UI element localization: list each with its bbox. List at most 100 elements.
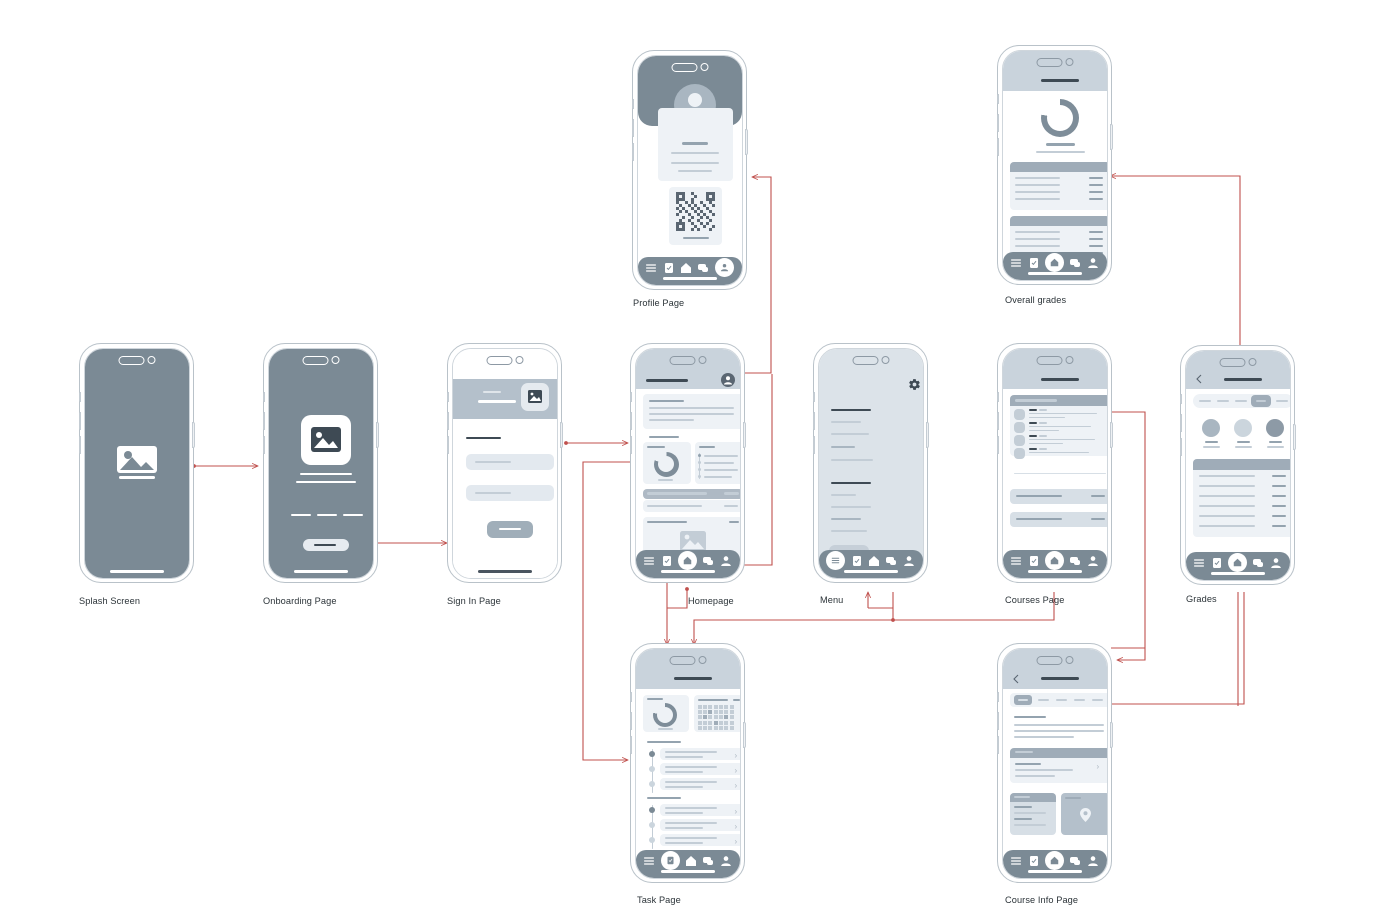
nav-profile-icon-active[interactable] bbox=[714, 258, 734, 277]
bottom-nav[interactable] bbox=[1185, 551, 1290, 580]
menu-item-3[interactable] bbox=[830, 445, 855, 448]
course-thumb-3 bbox=[1013, 434, 1025, 446]
nav-menu-icon[interactable] bbox=[643, 555, 655, 567]
nav-chat-icon[interactable] bbox=[702, 555, 714, 567]
overall-table-2-header bbox=[1009, 215, 1107, 226]
dynamic-island bbox=[118, 355, 155, 365]
bottom-nav[interactable] bbox=[1002, 251, 1107, 280]
profile-background bbox=[637, 55, 742, 285]
nav-task-icon[interactable] bbox=[1028, 855, 1040, 867]
nav-menu-icon[interactable] bbox=[645, 262, 657, 274]
filter-chip-3[interactable] bbox=[1234, 399, 1247, 402]
nav-profile-icon[interactable] bbox=[1270, 557, 1282, 569]
nav-task-icon[interactable] bbox=[663, 262, 675, 274]
nav-profile-icon[interactable] bbox=[1087, 257, 1099, 269]
tab-5[interactable] bbox=[1091, 698, 1103, 701]
task-row-1[interactable] bbox=[659, 747, 740, 760]
screen-signin[interactable] bbox=[446, 343, 563, 583]
task-row-3[interactable] bbox=[659, 777, 740, 790]
nav-chat-icon[interactable] bbox=[1069, 555, 1081, 567]
nav-home-icon[interactable] bbox=[680, 262, 692, 274]
nav-chat-icon[interactable] bbox=[697, 262, 709, 274]
screen-splash[interactable] bbox=[78, 343, 195, 583]
nav-menu-icon[interactable] bbox=[1010, 555, 1022, 567]
gear-icon[interactable] bbox=[908, 378, 921, 391]
bottom-nav[interactable] bbox=[635, 849, 740, 878]
screen-task[interactable]: › › › › bbox=[629, 643, 746, 883]
bottom-nav[interactable] bbox=[1002, 849, 1107, 878]
nav-menu-icon[interactable] bbox=[1010, 257, 1022, 269]
nav-task-icon[interactable] bbox=[1028, 555, 1040, 567]
caption-task: Task Page bbox=[637, 895, 681, 905]
wire-signin-to-homepage bbox=[564, 441, 628, 445]
nav-profile-icon[interactable] bbox=[1087, 855, 1099, 867]
screen-overall-grades[interactable] bbox=[996, 45, 1113, 285]
bottom-nav[interactable] bbox=[635, 549, 740, 578]
task-row-2[interactable] bbox=[659, 762, 740, 775]
nav-profile-icon[interactable] bbox=[903, 555, 915, 567]
wire-splash-to-onboarding bbox=[192, 464, 258, 468]
nav-home-icon-active[interactable] bbox=[1044, 253, 1064, 272]
nav-home-icon-active[interactable] bbox=[1227, 553, 1247, 572]
screen-homepage[interactable] bbox=[629, 343, 746, 583]
task-row-4[interactable] bbox=[659, 803, 740, 816]
task-row-5[interactable] bbox=[659, 818, 740, 831]
menu-item-1[interactable] bbox=[830, 420, 861, 423]
nav-menu-icon[interactable] bbox=[1193, 557, 1205, 569]
nav-profile-icon[interactable] bbox=[720, 855, 732, 867]
menu-item-8[interactable] bbox=[830, 529, 867, 532]
nav-task-icon[interactable] bbox=[851, 555, 863, 567]
back-chevron-icon[interactable] bbox=[1012, 674, 1020, 684]
nav-chat-icon[interactable] bbox=[1069, 855, 1081, 867]
nav-menu-icon[interactable] bbox=[1010, 855, 1022, 867]
nav-task-icon-active[interactable] bbox=[660, 851, 680, 870]
screen-profile[interactable] bbox=[631, 50, 748, 290]
stat-circle-2 bbox=[1233, 418, 1252, 437]
menu-item-2[interactable] bbox=[830, 432, 869, 435]
screen-course-info[interactable]: › bbox=[996, 643, 1113, 883]
course-thumb-1 bbox=[1013, 408, 1025, 420]
tab-2[interactable] bbox=[1037, 698, 1049, 701]
nav-task-icon[interactable] bbox=[1028, 257, 1040, 269]
nav-chat-icon[interactable] bbox=[1069, 257, 1081, 269]
nav-chat-icon[interactable] bbox=[702, 855, 714, 867]
nav-task-icon[interactable] bbox=[661, 555, 673, 567]
splash-background bbox=[84, 348, 189, 578]
menu-item-5[interactable] bbox=[830, 493, 856, 496]
screen-courses[interactable] bbox=[996, 343, 1113, 583]
nav-profile-icon[interactable] bbox=[1087, 555, 1099, 567]
tab-3[interactable] bbox=[1055, 698, 1067, 701]
task-row-6[interactable] bbox=[659, 833, 740, 846]
nav-chat-icon[interactable] bbox=[1252, 557, 1264, 569]
signin-email-placeholder bbox=[474, 460, 511, 463]
screen-grades[interactable] bbox=[1179, 345, 1296, 585]
screen-menu[interactable] bbox=[812, 343, 929, 583]
nav-home-icon[interactable] bbox=[685, 855, 697, 867]
filter-chip-1[interactable] bbox=[1198, 399, 1211, 402]
nav-home-icon-active[interactable] bbox=[1044, 551, 1064, 570]
nav-chat-icon[interactable] bbox=[885, 555, 897, 567]
bottom-nav[interactable] bbox=[818, 549, 923, 578]
nav-home-icon-active[interactable] bbox=[677, 551, 697, 570]
menu-item-7[interactable] bbox=[830, 517, 861, 520]
nav-home-icon-active[interactable] bbox=[1044, 851, 1064, 870]
nav-task-icon[interactable] bbox=[1211, 557, 1223, 569]
bottom-nav[interactable] bbox=[637, 256, 742, 285]
caption-course-info: Course Info Page bbox=[1005, 895, 1079, 905]
bottom-nav[interactable] bbox=[1002, 549, 1107, 578]
tab-4[interactable] bbox=[1073, 698, 1085, 701]
back-chevron-icon[interactable] bbox=[1195, 374, 1203, 384]
nav-menu-icon-active[interactable] bbox=[826, 551, 846, 570]
screen-onboarding[interactable] bbox=[262, 343, 379, 583]
task-title bbox=[673, 676, 712, 680]
dynamic-island bbox=[1219, 357, 1256, 367]
signin-password-placeholder bbox=[474, 491, 511, 494]
dynamic-island bbox=[669, 655, 706, 665]
filter-chip-5[interactable] bbox=[1275, 399, 1288, 402]
menu-item-4[interactable] bbox=[830, 458, 873, 461]
filter-chip-2[interactable] bbox=[1216, 399, 1229, 402]
nav-profile-icon[interactable] bbox=[720, 555, 732, 567]
nav-menu-icon[interactable] bbox=[643, 855, 655, 867]
nav-home-icon[interactable] bbox=[868, 555, 880, 567]
menu-item-6[interactable] bbox=[830, 505, 871, 508]
